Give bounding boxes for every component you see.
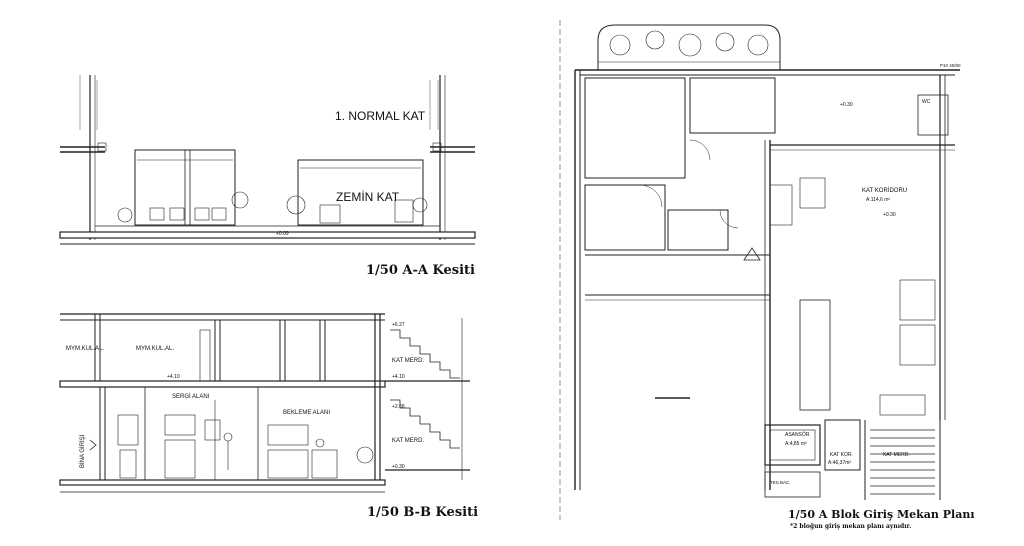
bb-level-c: +2.68 xyxy=(392,404,405,410)
plan-note: *2 bloğun giriş mekan planı aynıdır. xyxy=(790,523,912,530)
bb-stair-label-1: KAT MERD. xyxy=(392,358,424,364)
plan-drawing xyxy=(559,20,960,520)
bb-level-top: +6.27 xyxy=(392,322,405,328)
bb-level-d: +0.30 xyxy=(392,464,405,470)
plan-floor-cor-area: A:46,37m² xyxy=(828,460,851,466)
plan-tag-top: P10 40/60 xyxy=(940,63,961,68)
plan-shaft-label: TES.BAC. xyxy=(770,480,791,485)
section-aa-drawing xyxy=(59,75,476,245)
bb-stair-label-2: KAT MERD. xyxy=(392,438,424,444)
plan-wc-label: WC xyxy=(922,99,931,105)
aa-level-label: +0.09 xyxy=(276,231,289,237)
aa-ground-label: ZEMİN KAT xyxy=(336,190,400,204)
plan-stair-label: KAT MERD. xyxy=(883,452,910,458)
plan-caption: 1/50 A Blok Giriş Mekan Planı xyxy=(788,508,975,521)
bb-room-mid: MYM.KUL.AL. xyxy=(136,346,174,352)
bb-level-a: +4.10 xyxy=(167,374,180,380)
section-aa-caption: 1/50 A-A Kesiti xyxy=(366,263,475,278)
section-bb-drawing xyxy=(59,313,470,493)
plan-level-2: +0.30 xyxy=(883,212,896,218)
plan-elevator-label: ASANSÖR xyxy=(785,431,810,438)
bb-entrance-label: BİNA GİRİŞİ xyxy=(79,434,86,468)
plan-level-1: +0.30 xyxy=(840,102,853,108)
plan-elevator-area: A:4,85 m² xyxy=(785,441,807,447)
section-bb-caption: 1/50 B-B Kesiti xyxy=(367,505,479,520)
plan-corridor-area: A:114,6 m² xyxy=(866,197,890,203)
plan-corridor-label: KAT KORİDORU xyxy=(862,187,907,194)
bb-waiting-label: BEKLEME ALANI xyxy=(283,410,330,416)
plan-floor-cor-label: KAT KOR. xyxy=(830,452,853,458)
bb-room-left: MYM.KUL.AL. xyxy=(66,346,104,352)
bb-gallery-label: SERGİ ALANI xyxy=(172,393,210,400)
aa-floor-label: 1. NORMAL KAT xyxy=(335,109,426,123)
bb-level-b: +4.10 xyxy=(392,374,405,380)
